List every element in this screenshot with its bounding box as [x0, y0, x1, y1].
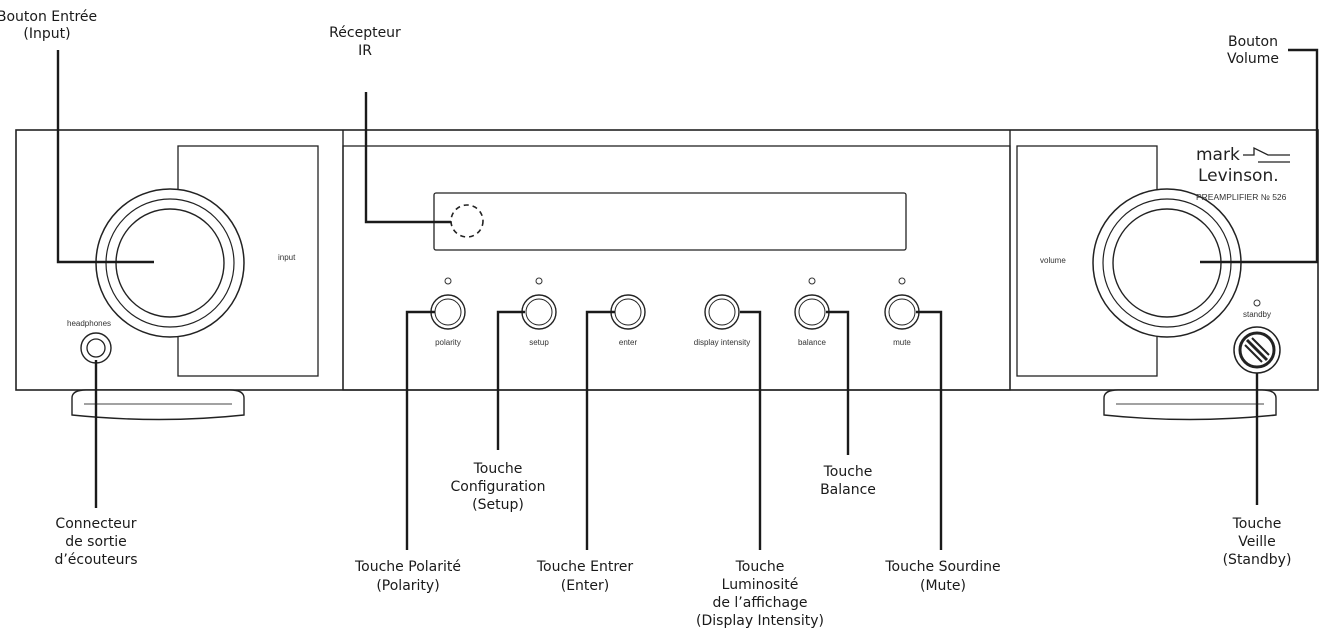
svg-text:Levinson.: Levinson.: [1198, 166, 1279, 186]
volume-knob[interactable]: [1092, 188, 1242, 338]
enter-button-label: enter: [619, 338, 638, 347]
headphone-jack[interactable]: [80, 332, 112, 364]
foot-left: [71, 389, 245, 421]
leader-display-intensity: [740, 310, 762, 550]
setup-button[interactable]: [521, 294, 557, 330]
input-knob[interactable]: [95, 188, 245, 338]
display-intensity-button[interactable]: [704, 294, 740, 330]
display-plate: [342, 145, 1011, 391]
balance-led: [808, 277, 816, 285]
polarity-button[interactable]: [430, 294, 466, 330]
mute-button-group: mute: [884, 277, 920, 347]
volume-label: volume: [1040, 256, 1066, 265]
callout-mute-button: Touche Sourdine(Mute): [884, 559, 1000, 594]
mute-button[interactable]: [884, 294, 920, 330]
model-label: PREAMPLIFIER № 526: [1196, 192, 1287, 202]
balance-button-label: balance: [798, 338, 827, 347]
standby-button[interactable]: [1233, 326, 1281, 374]
polarity-button-label: polarity: [435, 338, 461, 347]
standby-label: standby: [1243, 310, 1271, 319]
display-intensity-button-group: display intensity: [694, 294, 750, 347]
mute-led: [898, 277, 906, 285]
foot-right: [1103, 389, 1277, 421]
leader-polarity: [405, 310, 435, 550]
display-intensity-button-label: display intensity: [694, 338, 750, 347]
leader-ir-receiver: [364, 92, 451, 224]
leader-setup: [496, 310, 525, 450]
leader-mute: [916, 310, 943, 550]
input-label: input: [278, 253, 296, 262]
callout-enter-button: Touche Entrer(Enter): [536, 559, 634, 594]
svg-text:mark: mark: [1196, 145, 1240, 165]
display-window: [433, 192, 907, 251]
standby-led: [1253, 299, 1261, 307]
mute-button-label: mute: [893, 338, 911, 347]
callout-lines: [56, 48, 1319, 550]
callout-input-knob: Bouton Entrée(Input): [0, 9, 97, 42]
leader-enter: [585, 310, 615, 550]
callout-polarity-button: Touche Polarité(Polarity): [354, 559, 461, 594]
brand-logo: mark Levinson.: [1196, 145, 1290, 186]
headphones-label: headphones: [67, 319, 111, 328]
enter-button[interactable]: [610, 294, 646, 330]
setup-led: [535, 277, 543, 285]
setup-button-label: setup: [529, 338, 549, 347]
polarity-led: [444, 277, 452, 285]
setup-button-group: setup: [521, 277, 557, 347]
balance-button[interactable]: [794, 294, 830, 330]
leader-balance: [826, 310, 850, 455]
leader-input-knob: [56, 50, 154, 264]
leader-volume-knob: [1200, 48, 1319, 264]
